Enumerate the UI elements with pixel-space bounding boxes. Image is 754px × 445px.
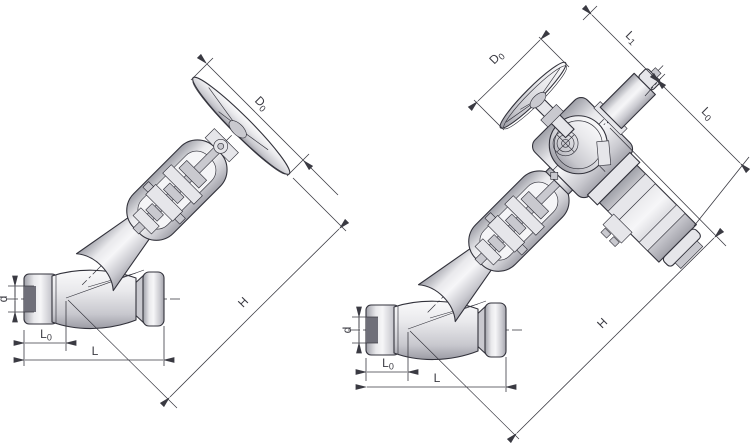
terminal-box	[602, 213, 633, 244]
dimension-line	[196, 53, 256, 113]
dim-L: L	[13, 326, 175, 366]
cable-gland	[600, 227, 612, 239]
handwheel-spoke	[242, 131, 269, 151]
extension-line	[286, 153, 310, 177]
dim-label-L0: L0	[40, 327, 52, 343]
dim-label-d: d	[340, 327, 354, 334]
manual-valve-view: D0 H d L0 L	[0, 53, 350, 409]
corner-bolt	[550, 172, 559, 180]
motor-band	[638, 204, 686, 252]
handwheel-hub	[228, 120, 247, 139]
dim-label-H: H	[235, 294, 251, 310]
extension-line	[538, 36, 570, 68]
handwheel-spoke	[208, 87, 236, 124]
dimension-line	[253, 218, 350, 314]
handwheel-spoke	[539, 68, 561, 97]
dimension-line	[506, 334, 617, 444]
cable-gland	[608, 236, 620, 248]
dim-L0: L0	[13, 301, 77, 366]
position-indicator	[552, 130, 579, 157]
extension-line	[693, 156, 750, 227]
indicator-tick	[556, 134, 575, 153]
dimension-line	[581, 4, 625, 48]
dim-L0-right: L0	[355, 332, 419, 381]
dim-label-L0: L0	[382, 356, 394, 372]
actuated-valve-view: D0 L1 L0 H d	[340, 4, 751, 444]
dim-d: d	[0, 275, 34, 323]
extension-line	[473, 99, 505, 131]
reference-line	[609, 127, 727, 247]
dim-label-D0: D0	[486, 47, 507, 68]
motor-end-step	[674, 240, 704, 269]
actuator-assembly	[416, 61, 704, 324]
dimension-line	[615, 227, 725, 336]
dim-L-right: L	[355, 357, 517, 392]
dim-label-L1: L1	[622, 28, 641, 47]
dimension-line-extension	[302, 159, 339, 196]
dimension-line	[467, 70, 510, 112]
valve-body	[347, 300, 523, 440]
electric-motor	[586, 151, 704, 269]
dim-label-d: d	[0, 296, 10, 303]
dim-label-L0-upper: L0	[698, 104, 717, 123]
axis-extension	[644, 77, 662, 97]
dim-label-L: L	[92, 344, 99, 358]
handwheel-actuator	[499, 61, 575, 139]
dimension-line	[254, 111, 314, 171]
dimension-line	[159, 312, 255, 408]
dim-d-right: d	[340, 306, 378, 354]
dim-label-L: L	[434, 371, 441, 385]
reference-line	[292, 177, 347, 232]
dim-label-H: H	[594, 315, 610, 331]
dimension-line	[649, 72, 701, 124]
handwheel-hub	[529, 91, 547, 109]
extension-line	[190, 57, 214, 81]
dimension-line	[699, 122, 751, 174]
bonnet-yoke-assembly	[74, 76, 291, 293]
stem-nut-pin	[217, 142, 225, 150]
shaft-collar	[540, 103, 564, 128]
dimension-line	[508, 29, 551, 72]
cover-slot	[596, 140, 612, 167]
valve-body	[5, 269, 181, 409]
